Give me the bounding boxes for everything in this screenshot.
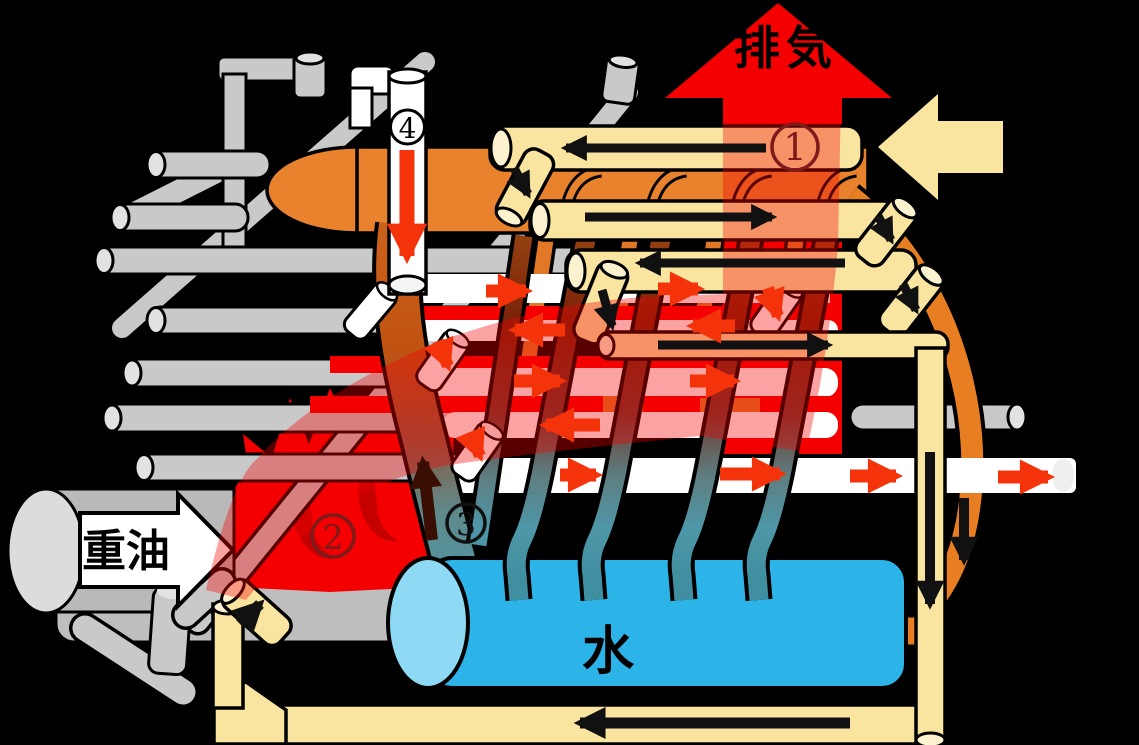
heavy-oil-arrow-icon: 重油 — [78, 489, 236, 611]
frame-rail — [109, 202, 250, 233]
step-badges: 1 2 3 4 — [310, 108, 820, 559]
riser-up-arrow-icon — [409, 455, 443, 541]
stub-arrow-icon — [455, 425, 486, 462]
stub-arrow-icon — [423, 335, 454, 373]
air-connector-arrow-icon — [506, 165, 532, 199]
air-to-burner-arrow-icon — [230, 599, 265, 634]
hot-gas-haze — [206, 96, 841, 600]
air-inlet-arrow-icon — [878, 94, 1003, 200]
flow-arrows — [230, 134, 1056, 739]
bottom-left-stubs — [69, 567, 237, 708]
frame-rail — [145, 149, 272, 180]
air-connector-arrow-icon — [894, 281, 921, 315]
step-4-badge: 4 — [389, 108, 426, 146]
svg-text:3: 3 — [456, 507, 476, 543]
exhaust-label: 排気 — [734, 22, 838, 74]
water-drum: 水 — [386, 556, 908, 690]
svg-text:2: 2 — [322, 518, 344, 558]
air-connector-arrow-icon — [593, 288, 619, 332]
step-2-badge: 2 — [310, 513, 356, 559]
heavy-oil-label: 重油 — [82, 527, 170, 576]
step-3-badge: 3 — [445, 502, 487, 544]
svg-text:4: 4 — [399, 112, 417, 145]
water-label: 水 — [582, 623, 635, 681]
air-connector-arrow-icon — [869, 213, 895, 245]
step-1-badge: 1 — [770, 122, 820, 172]
stub-arrow-icon — [754, 285, 785, 323]
svg-text:1: 1 — [783, 126, 807, 169]
